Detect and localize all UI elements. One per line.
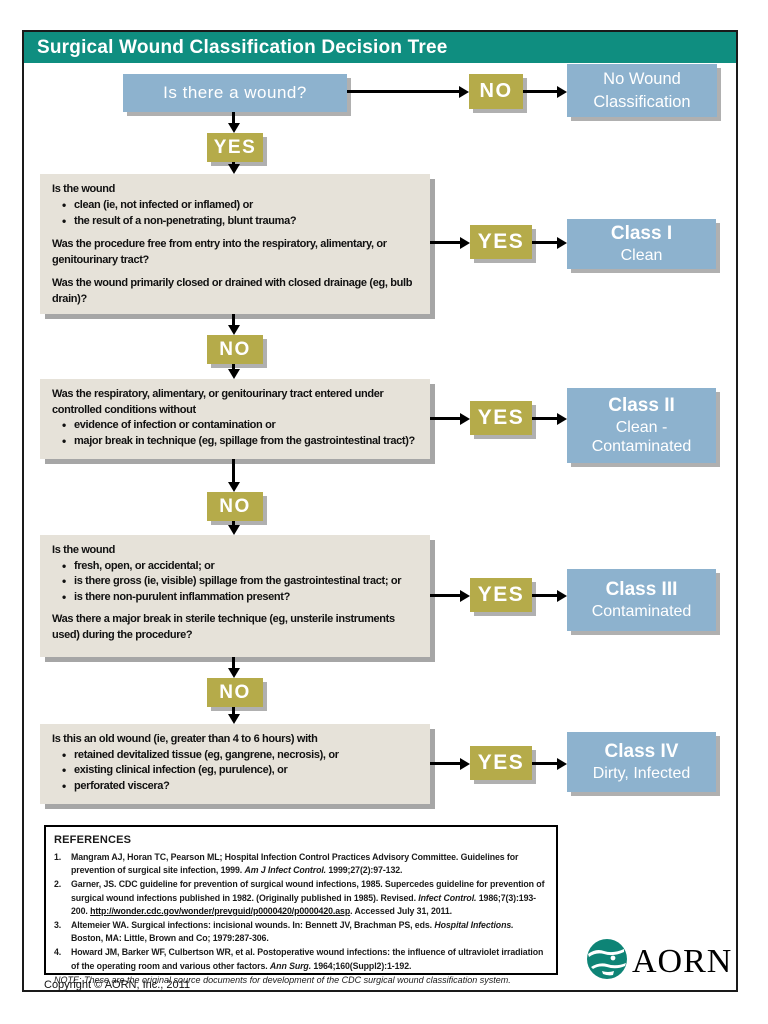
class2-result-box: Class II Clean - Contaminated [567, 388, 716, 463]
aorn-wordmark: AORN [632, 942, 733, 980]
reference-item: 2. Garner, JS. CDC guideline for prevent… [54, 878, 546, 918]
root-question-text: Is there a wound? [163, 83, 307, 102]
question-box-class1: Is the wound clean (ie, not infected or … [40, 174, 430, 314]
aorn-logo: AORN [586, 938, 732, 985]
question-paragraph: Was the procedure free from entry into t… [52, 237, 387, 266]
class-subtitle: Clean [620, 247, 663, 265]
result-line: No Wound [603, 70, 681, 89]
no-badge-class3: NO [207, 678, 263, 707]
arrow-no-to-q3 [232, 521, 235, 525]
question-intro: Is the wound [52, 183, 116, 195]
arrow-yes-to-class4 [532, 762, 557, 765]
yes-badge-class2: YES [470, 401, 532, 435]
reference-number: 1. [54, 852, 62, 862]
yes-label: YES [477, 583, 525, 606]
reference-number: 2. [54, 879, 62, 890]
question-paragraph: Was there a major break in sterile techn… [52, 613, 395, 642]
yes-label: YES [477, 406, 525, 429]
root-question-box: Is there a wound? [123, 74, 347, 112]
question-box-class3: Is the wound fresh, open, or accidental;… [40, 535, 430, 657]
class-subtitle: Contaminated [591, 603, 692, 621]
reference-url-link[interactable]: http://wonder.cdc.gov/wonder/prevguid/p0… [90, 905, 351, 916]
reference-text: Garner, JS. CDC guideline for prevention… [71, 879, 545, 916]
question-bullet: is there gross (ie, visible) spillage fr… [52, 573, 418, 590]
yes-badge-root: YES [207, 133, 263, 162]
result-line: Classification [593, 92, 691, 111]
reference-item: 1. Mangram AJ, Horan TC, Pearson ML; Hos… [54, 851, 546, 877]
question-bullet: clean (ie, not infected or inflamed) or [52, 197, 418, 214]
yes-badge-class4: YES [470, 746, 532, 780]
arrow-q3-to-no [232, 657, 235, 668]
class1-result-box: Class I Clean [567, 219, 716, 269]
question-bullet: major break in technique (eg, spillage f… [52, 433, 418, 450]
class-title: Class II [608, 395, 675, 417]
references-heading: REFERENCES [54, 834, 132, 846]
aorn-globe-icon [586, 938, 628, 985]
reference-text: Howard JM, Barker WF, Culbertson WR, et … [71, 947, 544, 971]
yes-label: YES [477, 751, 525, 774]
arrow-q1-to-no [232, 314, 235, 325]
question-intro: Was the respiratory, alimentary, or geni… [52, 388, 384, 416]
reference-item: 3. Altemeier WA. Surgical infections: in… [54, 919, 546, 945]
question-intro: Is the wound [52, 544, 116, 556]
arrow-q4-to-yes [430, 762, 460, 765]
reference-number: 3. [54, 919, 62, 930]
arrow-q2-to-no [232, 459, 235, 482]
arrow-root-to-no [347, 90, 459, 93]
reference-item: 4. Howard JM, Barker WF, Culbertson WR, … [54, 946, 546, 972]
class-subtitle: Clean - [615, 418, 668, 436]
reference-text: Mangram AJ, Horan TC, Pearson ML; Hospit… [71, 852, 519, 876]
question-box-class4: Is this an old wound (ie, greater than 4… [40, 724, 430, 804]
question-bullet: is there non-purulent inflammation prese… [52, 589, 418, 606]
references-box: REFERENCES 1. Mangram AJ, Horan TC, Pear… [44, 825, 558, 985]
arrow-no-to-q4 [232, 707, 235, 714]
yes-label: YES [477, 230, 525, 253]
class-subtitle: Dirty, Infected [592, 765, 691, 783]
question-bullet: evidence of infection or contamination o… [52, 417, 418, 434]
class-title: Class IV [604, 741, 679, 763]
arrow-q3-to-yes [430, 594, 460, 597]
page-title: Surgical Wound Classification Decision T… [24, 32, 736, 63]
question-bullet: the result of a non-penetrating, blunt t… [52, 213, 418, 230]
arrow-yes-to-class1 [532, 241, 557, 244]
class4-result-box: Class IV Dirty, Infected [567, 732, 716, 792]
arrow-q2-to-yes [430, 417, 460, 420]
no-badge-root: NO [469, 74, 523, 109]
question-box-class2: Was the respiratory, alimentary, or geni… [40, 379, 430, 459]
class-subtitle: Contaminated [591, 438, 692, 456]
decision-tree-frame: Surgical Wound Classification Decision T… [22, 30, 738, 992]
no-label: NO [219, 338, 251, 360]
reference-number: 4. [54, 947, 62, 958]
question-bullet: perforated viscera? [52, 778, 418, 795]
arrow-root-to-yes [232, 112, 235, 123]
no-badge-class2: NO [207, 492, 263, 521]
no-label: NO [219, 495, 251, 517]
arrow-no-to-result [523, 90, 557, 93]
arrow-yes-to-q1 [232, 162, 235, 164]
references-note: NOTE: These are the original source docu… [54, 974, 511, 985]
class-title: Class I [610, 223, 673, 245]
question-bullet: retained devitalized tissue (eg, gangren… [52, 747, 418, 764]
question-bullet: existing clinical infection (eg, purulen… [52, 762, 418, 779]
question-paragraph: Was the wound primarily closed or draine… [52, 276, 413, 305]
yes-badge-class3: YES [470, 578, 532, 612]
no-wound-classification-box: No Wound Classification [567, 64, 717, 117]
copyright-text: Copyright © AORN, Inc., 2011 [44, 979, 191, 991]
no-label: NO [479, 80, 513, 102]
question-bullet: fresh, open, or accidental; or [52, 558, 418, 575]
question-intro: Is this an old wound (ie, greater than 4… [52, 733, 318, 745]
yes-label: YES [213, 136, 257, 158]
yes-badge-class1: YES [470, 225, 532, 259]
class3-result-box: Class III Contaminated [567, 569, 716, 631]
arrow-yes-to-class2 [532, 417, 557, 420]
arrow-q1-to-yes [430, 241, 460, 244]
no-label: NO [219, 681, 251, 703]
class-title: Class III [605, 579, 678, 601]
no-badge-class1: NO [207, 335, 263, 364]
arrow-no-to-q2 [232, 364, 235, 369]
reference-text: Altemeier WA. Surgical infections: incis… [71, 919, 514, 944]
arrow-yes-to-class3 [532, 594, 557, 597]
